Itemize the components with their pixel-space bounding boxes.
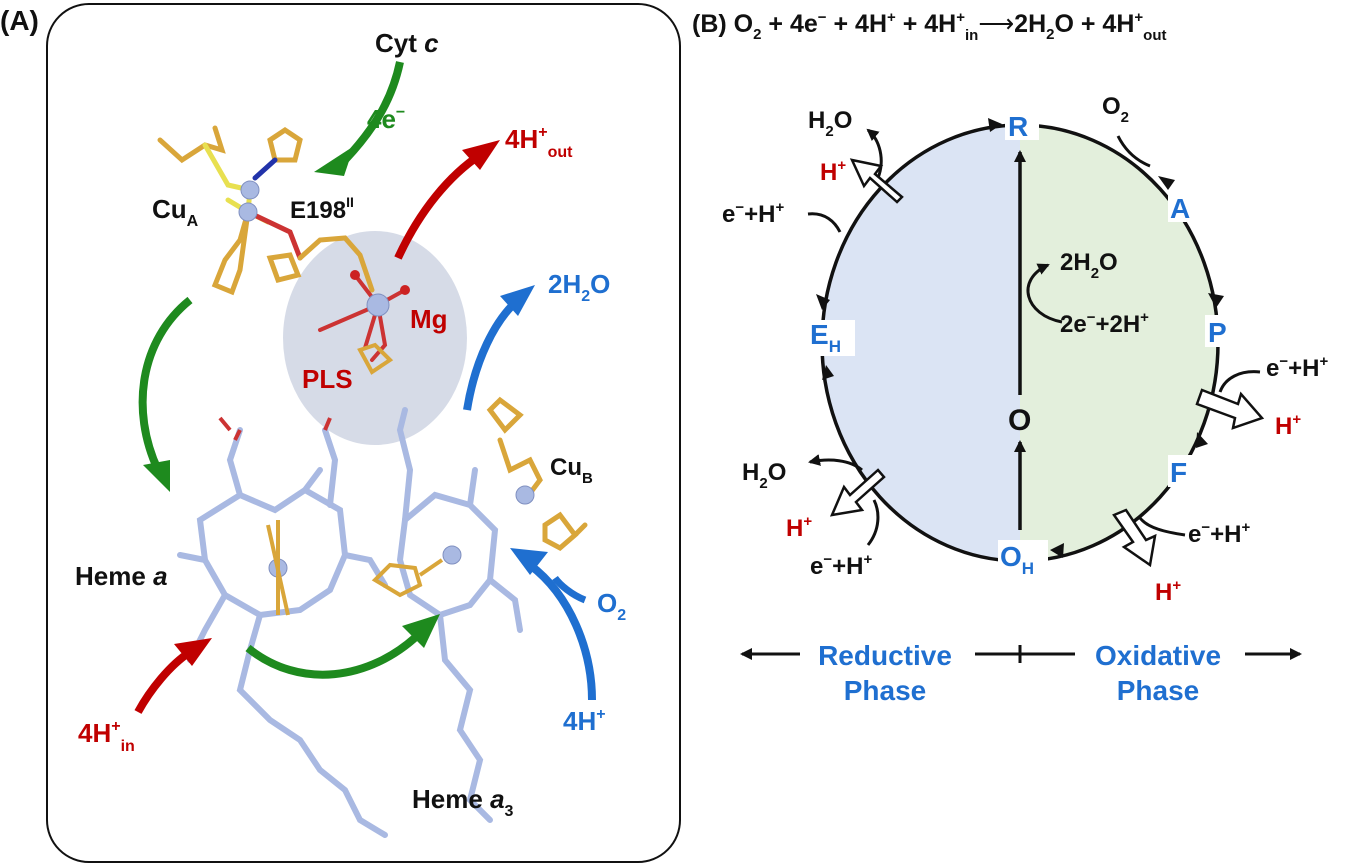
e198-label: E198II <box>290 194 354 224</box>
arrow-o2-h <box>527 561 596 701</box>
arrow-hemea-hemea3-head <box>402 614 440 648</box>
heme-a-label: Heme a <box>75 561 168 591</box>
state-a: A <box>1170 193 1190 224</box>
heme-a-carboxylates <box>218 416 332 441</box>
state-o: O <box>1008 404 1031 437</box>
mg-label: Mg <box>410 304 448 334</box>
ring-arrow-ap <box>1208 293 1224 308</box>
hplus-label-tl: H+ <box>820 157 846 186</box>
ring-arrow-eh-r <box>816 294 830 310</box>
oh-gap <box>998 540 1048 576</box>
hplus-out-arrow-f <box>1112 508 1157 568</box>
o2-label-b: O2 <box>1102 93 1129 126</box>
panel-a-label: (A) <box>0 5 39 36</box>
arrow-cua-to-hemea <box>138 296 193 472</box>
reductive-half <box>822 125 1020 561</box>
state-f: F <box>1170 457 1187 488</box>
heme-a3-label: Heme a3 <box>412 784 514 820</box>
ring-arrow-ra <box>1158 176 1175 190</box>
arrow-h2o-head <box>500 285 535 316</box>
panel-b-equation: (B) O2 + 4e− + 4H+ + 4H+in⟶2H2O + 4H+out <box>692 9 1166 44</box>
ring-arrow-o-eh <box>822 365 834 380</box>
heme-a-structure <box>177 427 388 838</box>
cub-label: CuB <box>550 454 593 487</box>
cua-atom-2 <box>238 202 258 222</box>
reductive-phase-1: Reductive <box>818 640 952 671</box>
h-out-label: 4H+out <box>505 124 573 161</box>
cua-atom-1 <box>240 180 260 200</box>
panel-b: (B) O2 + 4e− + 4H+ + 4H+in⟶2H2O + 4H+out <box>692 9 1328 706</box>
a-gap <box>1168 192 1198 222</box>
arrow-cua-hemea-head <box>143 460 170 492</box>
hplus-out-arrow-bl <box>829 468 886 517</box>
state-r: R <box>1008 111 1028 142</box>
h2o-label-top: H2O <box>808 107 852 140</box>
water-o-2 <box>400 285 410 295</box>
eh-in-arrow-f <box>1138 516 1186 537</box>
two-h2o-label: 2H2O <box>548 269 610 305</box>
eh-gap <box>805 320 855 356</box>
cua-structure <box>157 125 375 296</box>
center-h2o-label: 2H2O <box>1060 249 1118 282</box>
arrow-cytc-to-cua <box>342 61 404 163</box>
state-p: P <box>1208 317 1227 348</box>
oxidative-half <box>1020 125 1218 561</box>
ring-arrow-foh <box>1050 543 1064 558</box>
hplus-out-arrow-tl <box>849 158 904 204</box>
arrow-o2-h-head <box>510 548 548 575</box>
state-eh: EH <box>810 319 841 356</box>
pls-label: PLS <box>302 364 353 394</box>
mg-structure <box>318 273 407 375</box>
ring-arrow-to-r <box>988 118 1002 132</box>
state-oh: OH <box>1000 541 1034 578</box>
hplus-label-bl: H+ <box>786 513 812 542</box>
eh-label-p: e−+H+ <box>1266 353 1328 382</box>
h-in-label: 4H+in <box>78 718 135 755</box>
arrow-hout-head <box>462 140 500 170</box>
four-h-plus-label: 4H+ <box>563 706 606 736</box>
heme-a-axial <box>266 520 290 616</box>
arrow-cytc-head <box>314 146 354 176</box>
arrow-o2-join <box>552 575 587 604</box>
cub-structure <box>486 396 588 552</box>
eh-label-bl: e−+H+ <box>810 551 872 580</box>
p-gap <box>1205 315 1235 347</box>
eh-label-tl: e−+H+ <box>722 199 784 228</box>
four-electrons-label: 4e− <box>367 104 405 134</box>
hplus-label-f: H+ <box>1155 577 1181 606</box>
cub-atom <box>515 485 535 505</box>
h2o-out-arrow-bl <box>808 454 863 472</box>
oxidative-phase-1: Oxidative <box>1095 640 1221 671</box>
eh-in-arrow-bl <box>866 499 880 546</box>
h2o-label-bl: H2O <box>742 459 786 492</box>
cua-label: CuA <box>152 194 199 230</box>
o2-label-a: O2 <box>597 588 626 624</box>
o2-in-arrow <box>1116 135 1151 168</box>
panel-a: (A) Cyt c 4e− 4H+out CuA E198II Mg PLS 2… <box>0 3 681 863</box>
h2o-out-arrow-top <box>866 128 883 179</box>
f-gap <box>1168 455 1198 487</box>
pls-region <box>283 231 467 445</box>
eh-in-arrow-p <box>1218 370 1261 393</box>
heme-a3-fe <box>442 545 462 565</box>
arrow-hemea-to-hemea3 <box>245 632 421 679</box>
arrow-hout <box>394 151 483 260</box>
r-gap <box>1005 110 1039 140</box>
cyt-c-label: Cyt c <box>375 28 439 58</box>
mg-atom <box>366 293 390 317</box>
center-eh-label: 2e−+2H+ <box>1060 309 1149 338</box>
arrow-hin-head <box>174 638 212 666</box>
water-o-1 <box>350 270 360 280</box>
ring-arrow-pf <box>1196 432 1208 448</box>
hplus-label-p: H+ <box>1275 411 1301 440</box>
heme-a3-structure <box>396 407 523 823</box>
eh-in-arrow-tl <box>807 212 842 233</box>
reductive-phase-2: Phase <box>844 675 927 706</box>
oxidative-phase-2: Phase <box>1117 675 1200 706</box>
heme-a3-ligand <box>371 558 444 598</box>
center-curved-arrow <box>1026 263 1063 324</box>
eh-label-f: e−+H+ <box>1188 519 1250 548</box>
hplus-out-arrow-p <box>1195 388 1265 430</box>
